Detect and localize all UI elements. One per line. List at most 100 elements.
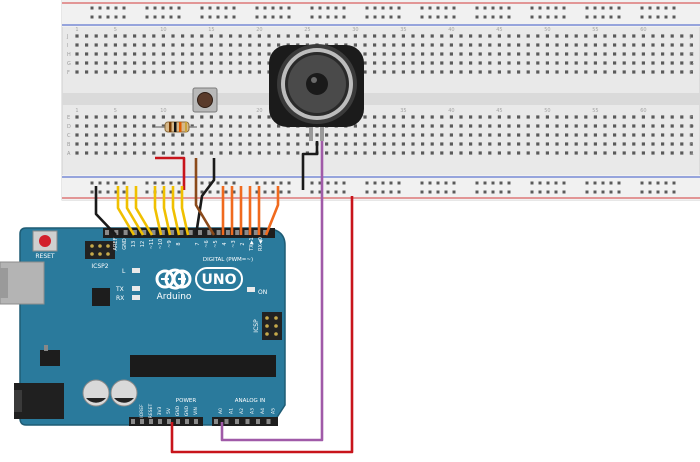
wires	[94, 141, 354, 454]
board-brand: Arduino	[157, 292, 192, 302]
led-tx-label: TX	[115, 286, 124, 293]
power-pin-label: GND	[175, 405, 181, 416]
power-pin-label: VIN	[193, 407, 199, 415]
digital-pin-label: ~3	[231, 240, 237, 247]
wire-yellow-7	[180, 186, 190, 236]
column-number: 50	[544, 108, 550, 114]
row-letter: G	[67, 61, 71, 67]
analog-pin-label: A1	[229, 408, 235, 414]
wire-brown	[194, 158, 216, 236]
row-letter: E	[67, 115, 70, 121]
led-l-label: L	[122, 268, 126, 275]
digital-pin-label: TX▶1	[249, 237, 255, 252]
analog-pin-label: A2	[239, 408, 245, 414]
reset-label: RESET	[35, 253, 55, 260]
row-letter: C	[690, 133, 694, 139]
column-number: 30	[352, 27, 358, 33]
led-rx-label: RX	[116, 295, 124, 302]
digital-pin-label: 12	[140, 241, 146, 247]
digital-pin-label: 7	[195, 242, 201, 245]
board-model: UNO	[202, 272, 237, 288]
row-letter: B	[67, 142, 71, 148]
power-label: POWER	[176, 398, 197, 404]
column-number: 40	[448, 108, 454, 114]
digital-pin-label: 13	[131, 241, 137, 247]
resistor	[155, 121, 197, 133]
column-number: 50	[544, 27, 550, 33]
digital-pin-label: 8	[176, 242, 182, 245]
row-letter: F	[67, 70, 70, 76]
on-label: ON	[258, 289, 267, 296]
row-letter: D	[690, 124, 694, 130]
wire-yellow-2	[125, 186, 145, 236]
column-number: 5	[114, 27, 117, 33]
analog-pin-label: A4	[260, 408, 266, 414]
digital-pin-label: ~6	[204, 240, 210, 247]
wire-yellow-6	[171, 186, 181, 236]
wire-yellow-4	[153, 186, 163, 236]
row-letter: J	[66, 34, 68, 40]
row-letter: B	[690, 142, 694, 148]
digital-pin-label: RX◀0	[258, 237, 264, 251]
row-letter: A	[67, 151, 71, 157]
row-letter: D	[67, 124, 71, 130]
column-number: 60	[640, 27, 646, 33]
column-number: 35	[400, 108, 406, 114]
wire-black-speaker	[301, 141, 319, 190]
wire-yellow-5	[162, 186, 172, 236]
column-number: 1	[75, 27, 78, 33]
icsp-label: ICSP	[253, 319, 260, 333]
column-number: 15	[208, 27, 214, 33]
row-letter: J	[689, 34, 691, 40]
digital-pin-label: AREF	[113, 237, 119, 250]
power-pin-label: 5V	[166, 407, 172, 414]
row-letter: A	[690, 151, 694, 157]
push-button	[192, 87, 218, 113]
column-number: 55	[592, 27, 598, 33]
digital-pin-label: GND	[122, 238, 128, 250]
digital-pin-label: 2	[240, 242, 246, 245]
column-number: 60	[640, 108, 646, 114]
analog-label: ANALOG IN	[235, 398, 266, 404]
analog-pin-label: A5	[271, 408, 277, 414]
wire-red-5v	[170, 196, 354, 454]
column-number: 10	[160, 108, 166, 114]
digital-pin-label: 4	[222, 242, 228, 245]
row-letter: C	[67, 133, 71, 139]
speaker	[269, 44, 364, 141]
wire-black-gnd	[94, 186, 117, 236]
row-letter: H	[690, 52, 694, 58]
wire-red-button	[155, 156, 186, 190]
column-number: 1	[75, 108, 78, 114]
analog-pin-labels: A0 A1 A2 A3 A4 A5	[218, 408, 277, 414]
wire-yellow-1	[116, 186, 136, 236]
column-number: 45	[496, 27, 502, 33]
column-number: 35	[400, 27, 406, 33]
icsp2-label: ICSP2	[91, 263, 108, 270]
row-letter: I	[690, 43, 691, 49]
arduino-uno-board: RESET ICSP2 Arduino UNO ON L TX RX DIGIT…	[0, 227, 286, 426]
analog-pin-label: A3	[250, 408, 256, 414]
power-pin-label: GND	[184, 405, 190, 416]
column-number: 10	[160, 27, 166, 33]
column-number: 25	[304, 27, 310, 33]
power-pin-label: 3V3	[157, 406, 163, 415]
digital-pin-label: ~9	[167, 240, 173, 247]
wire-orange-6	[264, 186, 280, 236]
row-letter: G	[690, 61, 694, 67]
column-number: 5	[114, 108, 117, 114]
row-letter: H	[67, 52, 71, 58]
wire-purple-a0	[220, 141, 324, 442]
digital-pin-label: ~10	[158, 239, 164, 250]
analog-pin-label: A0	[218, 408, 224, 414]
breadboard-rail-holes	[90, 6, 676, 194]
row-letter: F	[690, 70, 693, 76]
digital-label: DIGITAL (PWM=~)	[203, 257, 253, 263]
power-pin-label: IOREF	[139, 404, 145, 418]
column-number: 40	[448, 27, 454, 33]
